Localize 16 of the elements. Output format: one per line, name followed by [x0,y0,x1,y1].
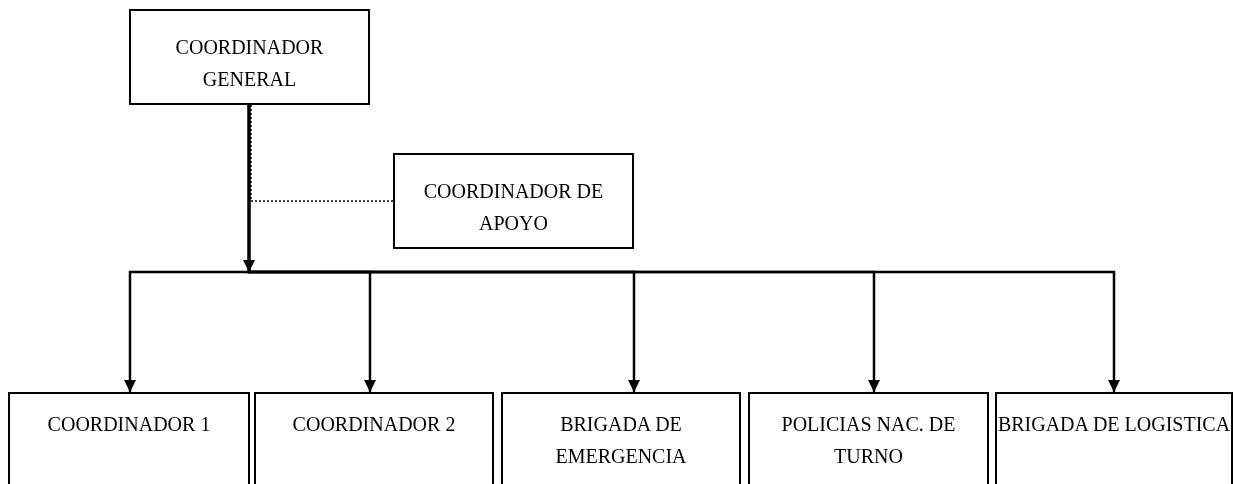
box-label: COORDINADOR 2 [292,412,456,437]
org-box [393,153,634,249]
box-label: COORDINADOR 1 [47,412,211,437]
box-label: COORDINADOR GENERAL [174,35,325,92]
org-box [748,392,989,484]
box-label: BRIGADA DE LOGISTICA [997,412,1231,437]
dotted-connector [250,104,394,202]
box-label: BRIGADA DE EMERGENCIA [554,412,688,469]
org-box [995,392,1233,484]
box-label: POLICIAS NAC. DE TURNO [780,412,957,469]
org-box [8,392,250,484]
org-box [129,9,370,105]
org-box [501,392,741,484]
arrow [247,105,1120,392]
box-label: COORDINADOR DE APOYO [422,179,605,236]
org-box [254,392,494,484]
